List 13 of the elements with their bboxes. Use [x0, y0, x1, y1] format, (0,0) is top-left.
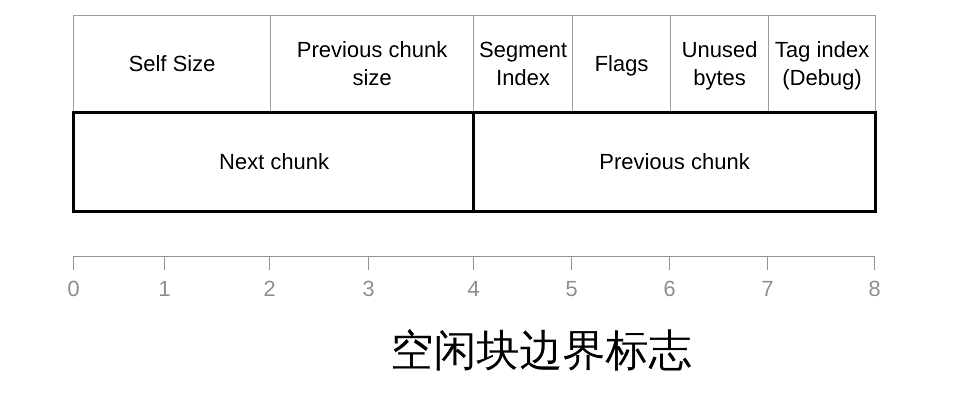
tick-label: 4: [467, 276, 480, 302]
caption: 空闲块边界标志: [390, 327, 692, 377]
tick-label: 1: [158, 276, 171, 302]
tick-label: 5: [565, 276, 578, 302]
tick-label: 2: [263, 276, 276, 302]
tick-label: 0: [67, 276, 80, 302]
field-cell: Tag index (Debug): [768, 15, 876, 113]
tick-label: 6: [663, 276, 676, 302]
field-cell: Previous chunk: [472, 111, 877, 213]
tick-label: 7: [761, 276, 774, 302]
tick-label: 8: [868, 276, 881, 302]
tick-label: 3: [362, 276, 375, 302]
field-cell: Self Size: [73, 15, 271, 113]
